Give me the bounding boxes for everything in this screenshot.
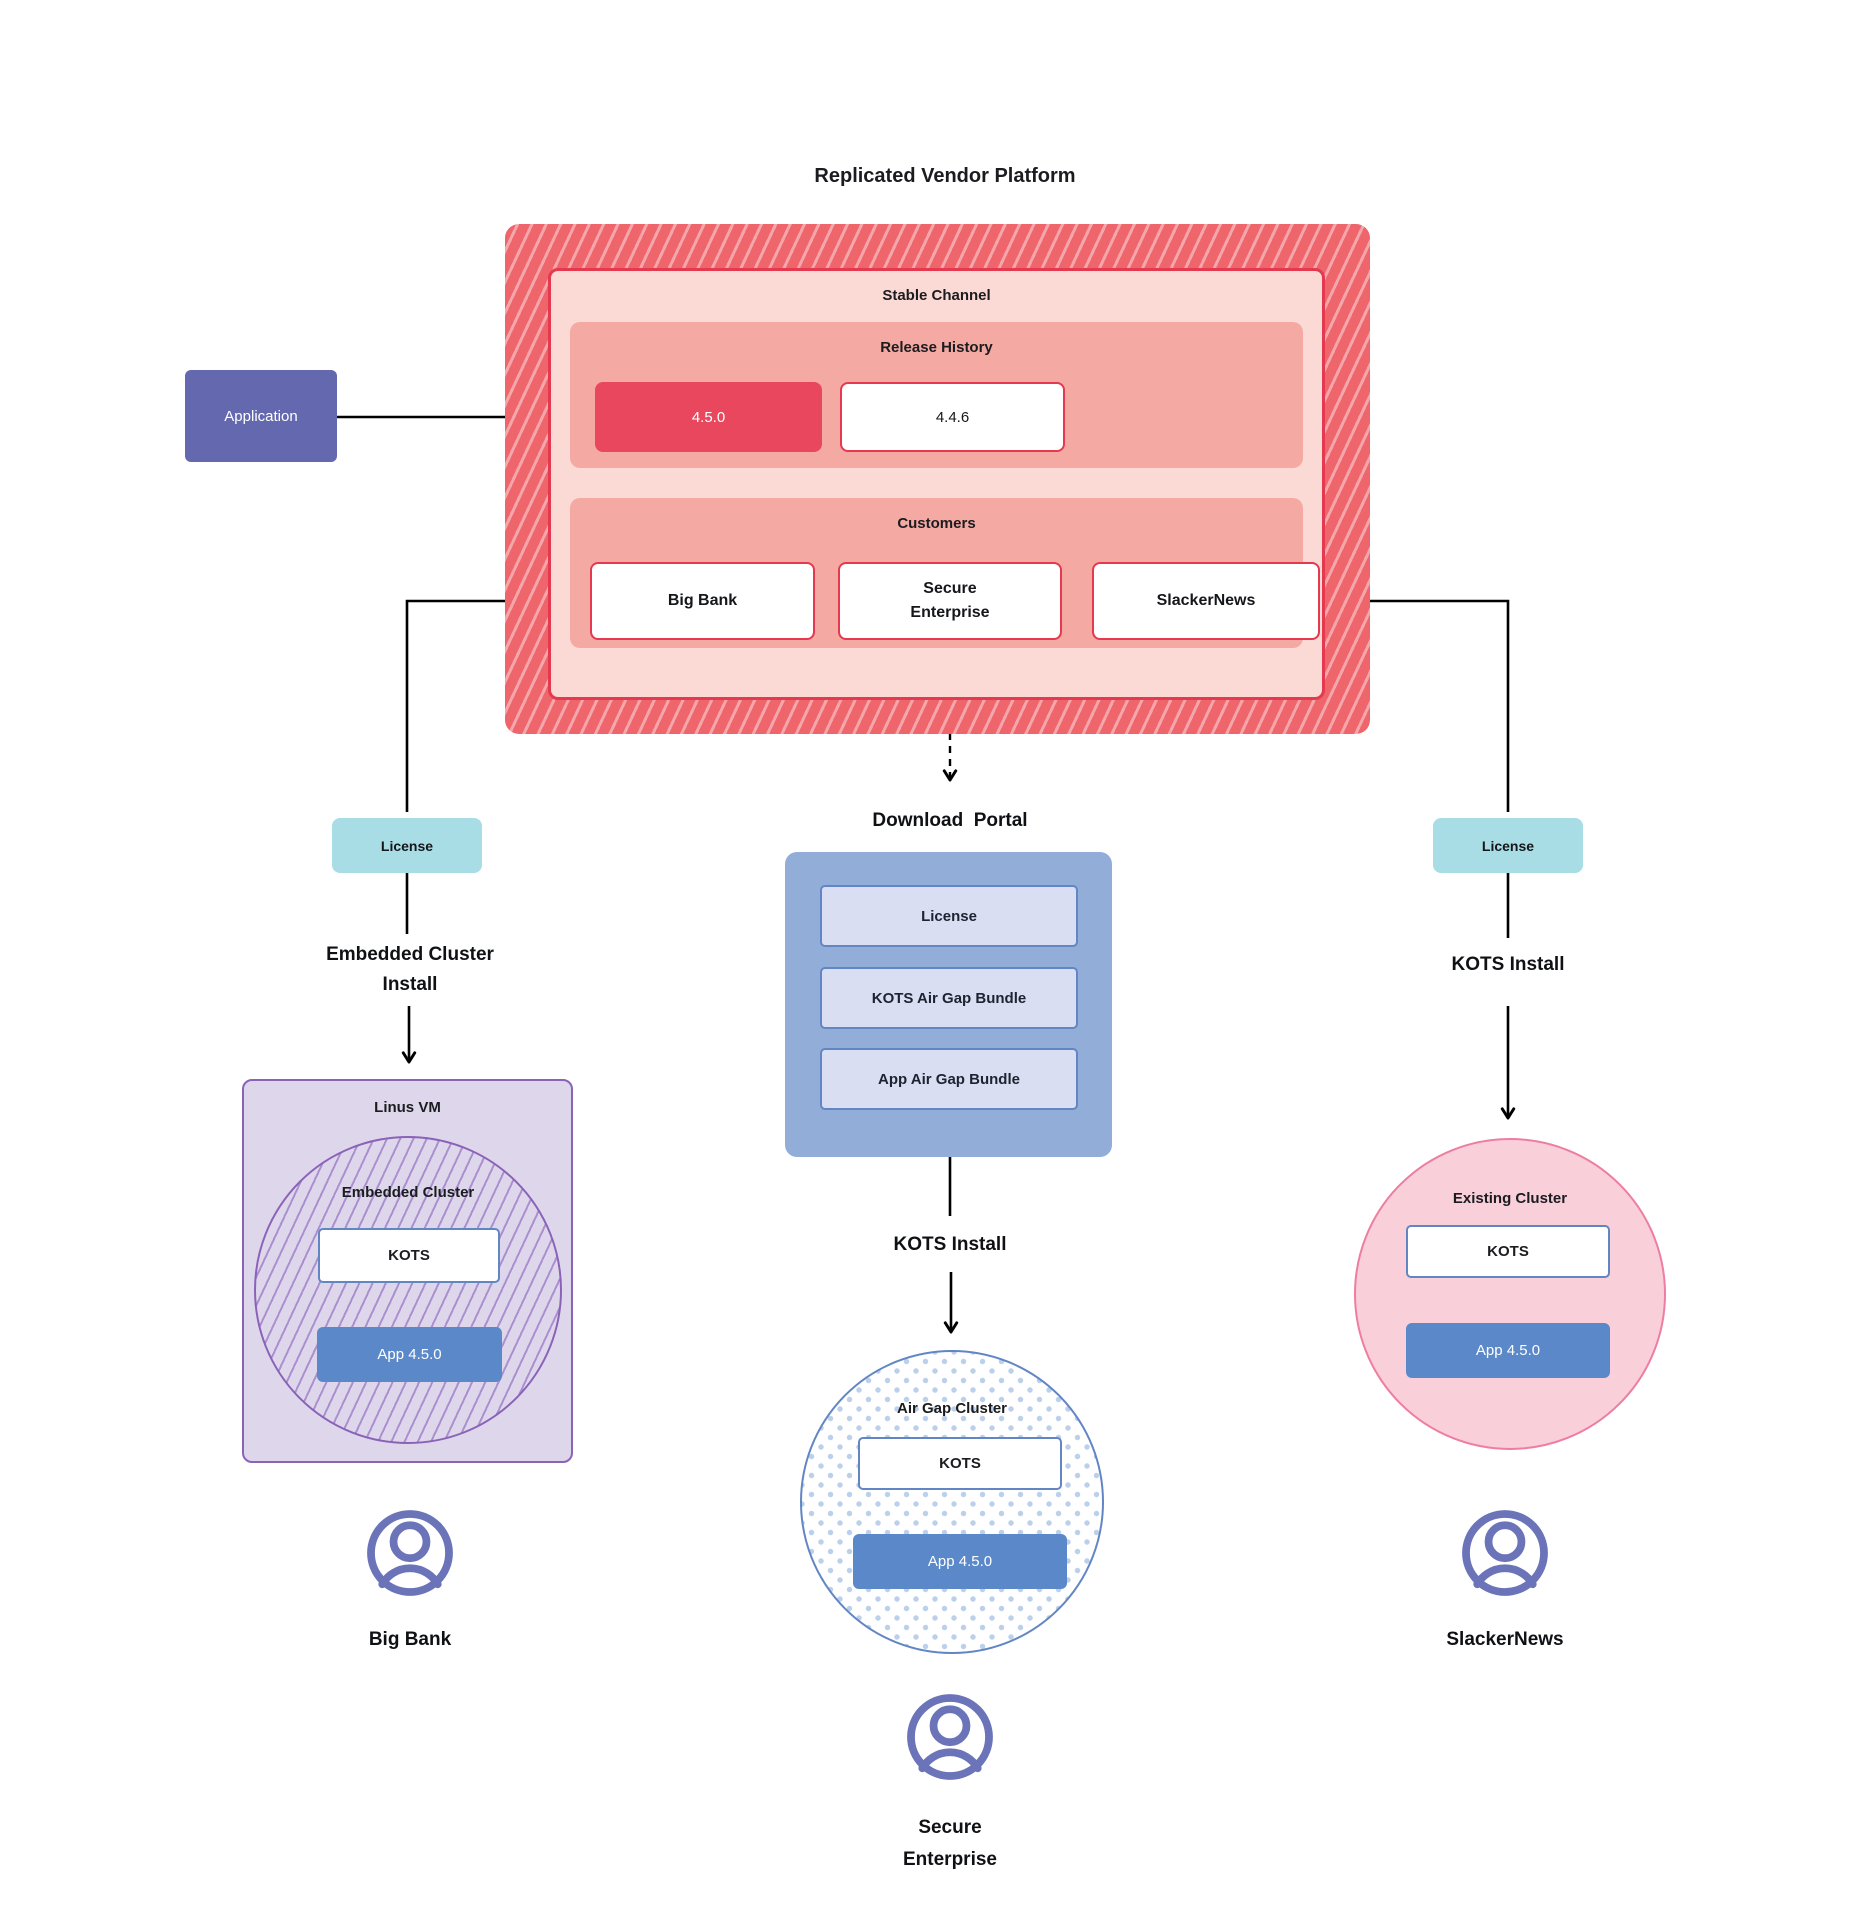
existing-cluster-label: Existing Cluster [1452,1190,1568,1207]
person-label-big-bank: Big Bank [368,1629,452,1650]
air-gap-cluster-label: Air Gap Cluster [896,1400,1008,1417]
release-history-label: Release History [880,339,993,356]
download-portal-label: Download Portal [872,810,1028,831]
portal-item-kots-airgap-bundle: KOTS Air Gap Bundle [820,967,1078,1029]
app-box-center: App 4.5.0 [853,1534,1067,1589]
linux-vm-label: Linus VM [374,1099,441,1116]
person-icon-secure-enterprise [907,1694,993,1780]
kots-install-label-center: KOTS Install [893,1234,1007,1255]
person-icon-slackernews [1462,1510,1548,1596]
kots-install-label-right: KOTS Install [1451,954,1565,975]
customer-box-slackernews: SlackerNews [1092,562,1320,640]
kots-box-left: KOTS [318,1228,500,1283]
customer-box-secure-enterprise: Secure Enterprise [838,562,1062,640]
release-version-previous: 4.4.6 [840,382,1065,452]
customers-label: Customers [897,515,976,532]
kots-box-right: KOTS [1406,1225,1610,1278]
person-label-slackernews: SlackerNews [1446,1629,1564,1650]
app-box-right: App 4.5.0 [1406,1323,1610,1378]
embedded-cluster-label: Embedded Cluster [341,1184,475,1201]
application-box: Application [185,370,337,462]
embedded-cluster-install-label: Embedded Cluster Install [326,944,494,995]
stable-channel-label: Stable Channel [882,287,991,304]
release-version-current: 4.5.0 [595,382,822,452]
embedded-cluster-circle: Embedded Cluster [254,1136,562,1444]
customer-box-big-bank: Big Bank [590,562,815,640]
license-chip-left: License [332,818,482,873]
portal-item-license: License [820,885,1078,947]
app-box-left: App 4.5.0 [317,1327,502,1382]
person-icon-big-bank [367,1510,453,1596]
existing-cluster-circle: Existing Cluster [1354,1138,1666,1450]
license-chip-right: License [1433,818,1583,873]
kots-box-center: KOTS [858,1437,1062,1490]
person-label-secure-enterprise: Secure Enterprise [903,1817,997,1870]
portal-item-app-airgap-bundle: App Air Gap Bundle [820,1048,1078,1110]
page-title: Replicated Vendor Platform [814,165,1076,187]
air-gap-cluster-circle: Air Gap Cluster [800,1350,1104,1654]
